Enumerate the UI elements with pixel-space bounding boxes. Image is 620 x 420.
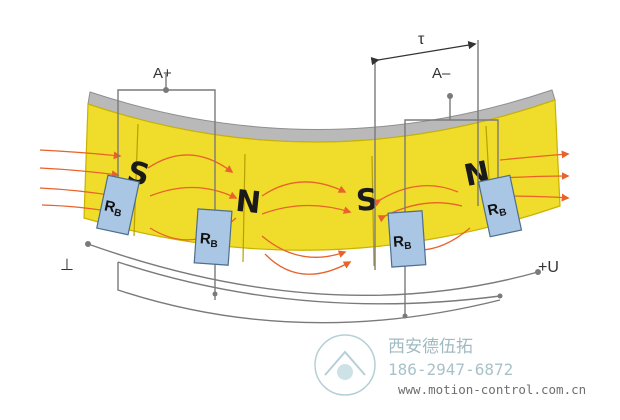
watermark-company: 西安德伍拓 bbox=[388, 337, 473, 357]
ground-label: ⊥ bbox=[60, 257, 74, 274]
watermark: 西安德伍拓 186-2947-6872 www.motion-control.c… bbox=[314, 334, 586, 397]
svg-text:RB: RB bbox=[393, 233, 412, 253]
wiring-curves bbox=[85, 240, 541, 324]
watermark-phone: 186-2947-6872 bbox=[388, 360, 513, 379]
pitch-dimension: τ bbox=[370, 31, 477, 66]
pole-s-2: S bbox=[355, 182, 379, 218]
sensor-1: RB bbox=[96, 174, 140, 236]
watermark-url: www.motion-control.com.cn bbox=[398, 382, 586, 397]
sensor-2: RB bbox=[193, 208, 233, 266]
sensor-4: RB bbox=[477, 174, 523, 238]
sensor-3: RB bbox=[387, 210, 427, 268]
svg-text:RB: RB bbox=[486, 199, 508, 221]
terminal-a-plus: A+ bbox=[153, 65, 172, 82]
pitch-label: τ bbox=[418, 31, 425, 48]
terminal-a-minus: A– bbox=[432, 65, 451, 82]
supply-label: +U bbox=[538, 259, 559, 276]
svg-text:RB: RB bbox=[199, 230, 218, 250]
pole-n-1: N bbox=[234, 184, 263, 221]
watermark-logo bbox=[314, 334, 376, 396]
svg-text:RB: RB bbox=[102, 197, 124, 219]
